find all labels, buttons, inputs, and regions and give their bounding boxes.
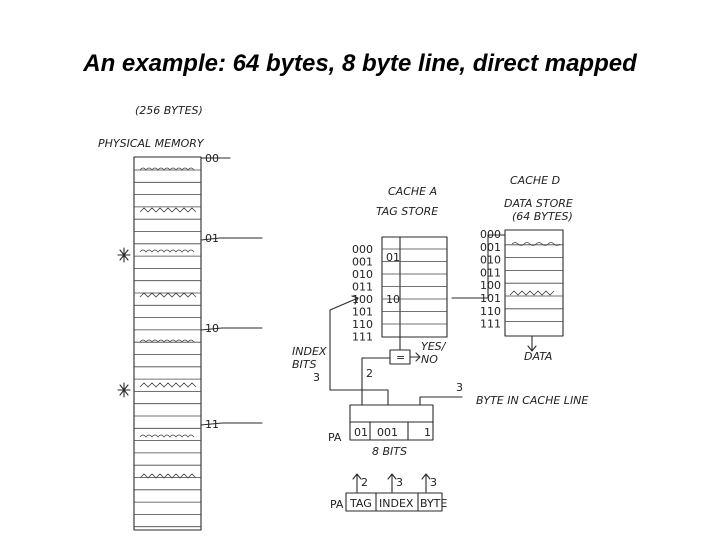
data-row-index: 010 [480,254,501,267]
tag-row-index: 101 [352,306,373,319]
comparator-symbol: = [396,351,405,364]
asterisk-mark-1 [117,247,131,263]
data-row-index: 111 [480,318,501,331]
data-row-index: 110 [480,305,501,318]
region-label-10: 10 [205,322,219,335]
memory-zigzag-squiggle [139,382,197,388]
breakdown-byte-field: BYTE [420,497,447,510]
memory-size-label: (256 BYTES) [135,104,203,117]
pa-register-top-bracket [349,404,434,423]
tag-bits-to-comparator [361,357,391,406]
byte-bits-count: 3 [456,381,463,394]
physical-memory-group: (256 BYTES) PHYSICAL MEMORY 00 01 10 11 [98,104,263,531]
asterisk-mark-2 [117,382,131,398]
pa-register-box [349,421,434,441]
tag-entry-101: 10 [386,293,400,306]
data-store-squiggle-001 [511,242,561,246]
pa-field-byte: 1 [424,426,431,439]
tag-bit-width: 2 [361,476,368,489]
byte-bits-wire [419,396,463,406]
index-width-arrow [387,473,397,493]
data-store-size-label: (64 BYTES) [512,210,573,223]
data-row-index: 001 [480,241,501,254]
tag-row-index: 111 [352,331,373,344]
comparator-output-arrow [409,352,421,362]
data-row-index: 101 [480,292,501,305]
region-tick-01 [200,237,263,241]
region-tick-11 [200,422,263,426]
memory-loop-squiggle [139,167,195,171]
memory-zigzag-squiggle [139,207,197,213]
data-row-index: 100 [480,279,501,292]
memory-loop-squiggle [139,434,195,438]
breakdown-box [345,492,443,512]
pa-field-index: 001 [377,426,398,439]
tag-row-index: 000 [352,243,373,256]
comparator-input-count: 2 [366,367,373,380]
comparator-no-label: NO [421,353,438,366]
byte-width-arrow [421,473,431,493]
index-bits-count: 3 [313,371,320,384]
data-output-arrow [527,335,537,352]
data-store-squiggle-101 [509,290,555,296]
tag-row-index: 011 [352,281,373,294]
data-output-label: DATA [524,350,552,363]
region-label-01: 01 [205,232,219,245]
index-bits-label-line1: INDEX [292,345,327,358]
cache-a-label: CACHE A [388,185,437,198]
memory-loop-squiggle [139,339,195,343]
index-bit-width: 3 [396,476,403,489]
pa-label: PA [328,431,342,444]
memory-zigzag-squiggle [139,473,197,479]
physical-memory-label: PHYSICAL MEMORY [98,137,205,150]
data-store-label: DATA STORE [504,197,573,210]
slide-title: An example: 64 bytes, 8 byte line, direc… [83,50,637,77]
tag-row-index: 010 [352,268,373,281]
tag-store-label: TAG STORE [376,205,438,218]
breakdown-tag-field: TAG [349,497,372,510]
region-label-00: 00 [205,152,219,165]
breakdown-pa-label: PA [330,498,344,511]
physical-memory-column [133,156,202,531]
tag-row-index: 100 [352,293,373,306]
comparator-yes-label: YES/ [421,340,447,353]
data-row-index: 011 [480,266,501,279]
region-tick-10 [200,327,263,331]
cache-d-group: CACHE D DATA STORE (64 BYTES) 0000010100… [480,174,573,363]
byte-bit-width: 3 [430,476,437,489]
pa-field-tag: 01 [354,426,368,439]
cache-d-label: CACHE D [510,174,560,187]
index-bits-label-line2: BITS [292,358,317,371]
region-label-11: 11 [205,418,219,431]
byte-in-cache-line-label: BYTE IN CACHE LINE [476,394,588,407]
data-store-rows [505,244,563,322]
address-breakdown-group: 2 3 3 PA TAG INDEX BYTE [330,473,447,512]
tag-store-rows [382,248,447,325]
comparator-group: = YES/ NO 2 [361,336,447,406]
memory-loop-squiggle [139,249,195,253]
memory-row-dividers [134,169,201,528]
index-to-data-store-wire [451,234,506,299]
memory-data-squiggles [139,167,197,479]
tag-store-box [381,236,448,338]
tag-width-arrow [352,473,362,493]
wiring-group: INDEX BITS 3 3 BYTE IN CACHE LINE [292,234,588,407]
tag-entry-001: 01 [386,251,400,264]
tag-row-index: 110 [352,318,373,331]
cache-a-group: CACHE A TAG STORE 0000010100111001011101… [352,185,448,344]
eight-bits-label: 8 BITS [372,445,407,458]
memory-zigzag-squiggle [139,292,197,298]
tag-row-index: 001 [352,256,373,269]
physical-address-group: PA 01 001 1 8 BITS [328,404,434,458]
index-bits-wire [329,295,389,406]
breakdown-index-field: INDEX [379,497,414,510]
